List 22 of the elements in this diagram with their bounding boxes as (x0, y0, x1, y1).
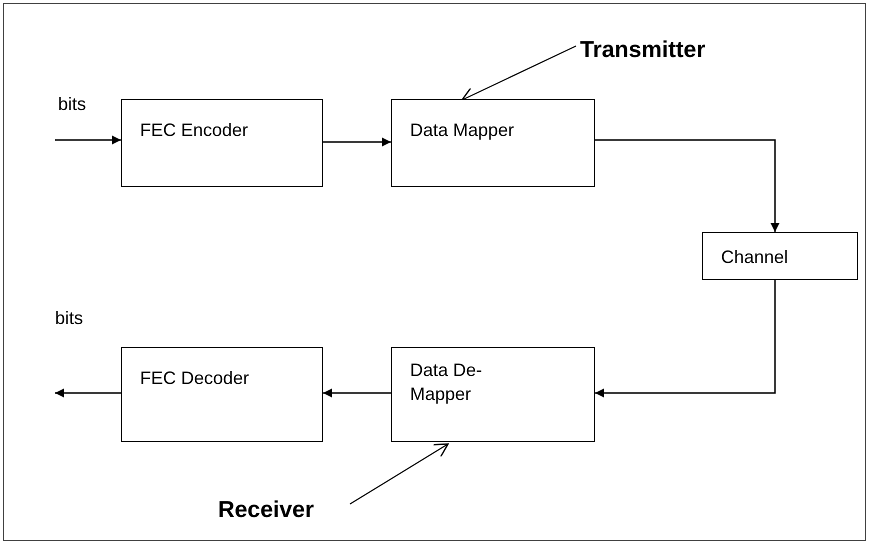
signal-label: bits (58, 94, 86, 115)
process-box (702, 232, 858, 280)
arrow (323, 138, 391, 146)
arrow (55, 136, 121, 144)
process-box (391, 347, 595, 442)
arrow (595, 139, 780, 232)
arrow (595, 280, 776, 398)
process-box (121, 347, 323, 442)
callout-text: Receiver (218, 496, 314, 522)
leader-arrow (350, 443, 449, 505)
process-box (391, 99, 595, 187)
signal-label: bits (55, 308, 84, 329)
box-label: FEC Decoder (140, 367, 250, 390)
box-label: FEC Encoder (140, 119, 248, 142)
process-box (121, 99, 323, 187)
callout-text: Transmitter (580, 36, 706, 62)
box-label: Channel (721, 246, 788, 269)
box-label: Data De-Mapper (410, 359, 484, 406)
arrow (55, 388, 121, 398)
arrow (323, 388, 391, 398)
box-label: Data Mapper (410, 119, 514, 142)
leader-arrow (461, 45, 576, 102)
